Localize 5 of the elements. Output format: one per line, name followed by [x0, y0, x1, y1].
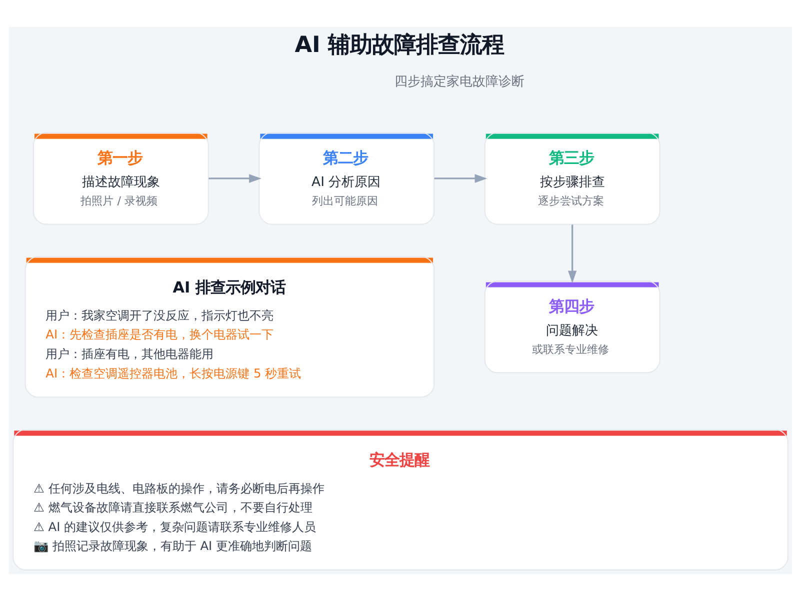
diagram-title: AI 辅助故障排查流程 — [294, 32, 504, 58]
label: 四步搞定家电故障诊断 — [394, 74, 524, 89]
arrow — [208, 174, 261, 182]
arrow — [567, 224, 576, 283]
arrow — [434, 174, 487, 182]
